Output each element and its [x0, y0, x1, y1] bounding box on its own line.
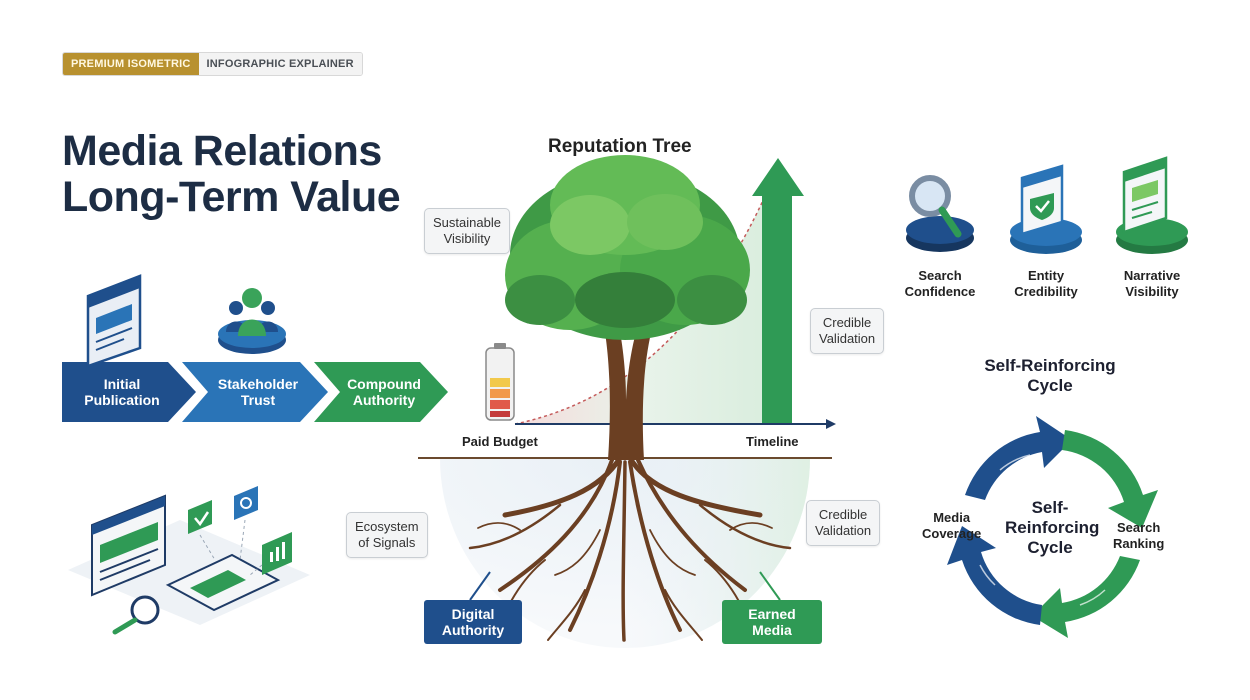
flow-step-label: Initial: [103, 376, 141, 392]
icon-label-line: Credibility: [1014, 284, 1078, 299]
cycle-label-media-coverage: Media Coverage: [922, 510, 981, 542]
cycle-label-line: Media: [933, 510, 971, 525]
tree-canopy: [505, 155, 750, 340]
cycle-arrows: [947, 416, 1158, 638]
cycle-title-line: Self-Reinforcing: [984, 356, 1116, 375]
root-box-digital-authority: Digital Authority: [424, 600, 522, 644]
flow-step-label: Compound: [347, 376, 421, 392]
icon-label-line: Confidence: [904, 284, 976, 299]
cycle-label-line: Search: [1116, 520, 1161, 535]
flow-step-stakeholder-trust: Stakeholder Trust: [200, 362, 316, 422]
callout-ecosystem-of-signals: Ecosystem of Signals: [346, 512, 428, 558]
page-title-line1: Media Relations: [62, 127, 382, 175]
cycle-center-line: Reinforcing: [1005, 518, 1100, 537]
callout-line: Validation: [819, 331, 876, 346]
flow-step-label: Authority: [352, 392, 416, 408]
badge-explainer: INFOGRAPHIC EXPLAINER: [198, 53, 362, 75]
page-title-line2: Long-Term Value: [62, 173, 401, 221]
flow-step-initial-publication: Initial Publication: [62, 362, 182, 422]
label-search-confidence: Search Confidence: [885, 268, 995, 300]
document-browser-icon: [86, 274, 142, 368]
icon-label-line: Search: [918, 268, 962, 283]
cycle-center-line: Cycle: [1027, 538, 1073, 557]
devices-illustration: [68, 486, 310, 635]
growth-area: [515, 185, 770, 424]
axis-label-timeline: Timeline: [746, 434, 799, 449]
root-box-line: Authority: [441, 622, 505, 638]
flow-step-compound-authority: Compound Authority: [330, 362, 438, 422]
label-entity-credibility: Entity Credibility: [991, 268, 1101, 300]
growth-arrow: [752, 158, 804, 424]
icon-label-line: Narrative: [1123, 268, 1181, 283]
entity-credibility-icon: [1010, 164, 1082, 254]
cycle-label-search-ranking: Search Ranking: [1113, 520, 1164, 552]
callout-line: Credible: [818, 507, 868, 522]
tree-roots: [468, 455, 792, 642]
search-confidence-icon: [906, 175, 974, 252]
page-title: Media Relations Long-Term Value: [62, 127, 401, 221]
badge-premium: PREMIUM ISOMETRIC: [63, 53, 199, 75]
icon-label-line: Visibility: [1125, 284, 1179, 299]
axis-label-paid-budget: Paid Budget: [462, 434, 538, 449]
callout-line: Visibility: [443, 231, 491, 246]
root-box-earned-media: Earned Media: [722, 600, 822, 644]
header-badge: PREMIUM ISOMETRIC INFOGRAPHIC EXPLAINER: [62, 52, 363, 76]
callout-line: Ecosystem: [355, 519, 419, 534]
icon-label-line: Entity: [1027, 268, 1065, 283]
callout-line: of Signals: [358, 535, 416, 550]
root-box-line: Media: [752, 622, 792, 638]
flow-step-label: Trust: [240, 392, 276, 408]
cycle-center-line: Self-: [1031, 498, 1069, 517]
root-box-line: Digital: [451, 606, 495, 622]
people-group-icon: [218, 288, 286, 354]
label-narrative-visibility: Narrative Visibility: [1097, 268, 1207, 300]
cycle-center-label: Self- Reinforcing Cycle: [1005, 498, 1100, 558]
reputation-tree-title: Reputation Tree: [548, 136, 692, 157]
callout-line: Credible: [822, 315, 872, 330]
root-box-line: Earned: [748, 606, 796, 622]
growth-curve: [514, 184, 771, 425]
narrative-visibility-icon: [1116, 156, 1188, 254]
callout-line: Validation: [815, 523, 872, 538]
callout-credible-validation-roots: Credible Validation: [806, 500, 881, 546]
callout-line: Sustainable: [433, 215, 501, 230]
cycle-label-line: Ranking: [1113, 536, 1165, 551]
budget-battery-icon: [485, 343, 515, 421]
callout-sustainable-visibility: Sustainable Visibility: [424, 208, 510, 254]
callout-credible-validation-top: Credible Validation: [810, 308, 885, 354]
flow-step-label: Stakeholder: [217, 376, 299, 392]
flow-chevrons: [62, 362, 448, 422]
cycle-title-line: Cycle: [1027, 376, 1073, 395]
cycle-label-line: Coverage: [922, 526, 982, 541]
cycle-title: Self-Reinforcing Cycle: [960, 356, 1140, 396]
flow-step-label: Publication: [84, 392, 160, 408]
